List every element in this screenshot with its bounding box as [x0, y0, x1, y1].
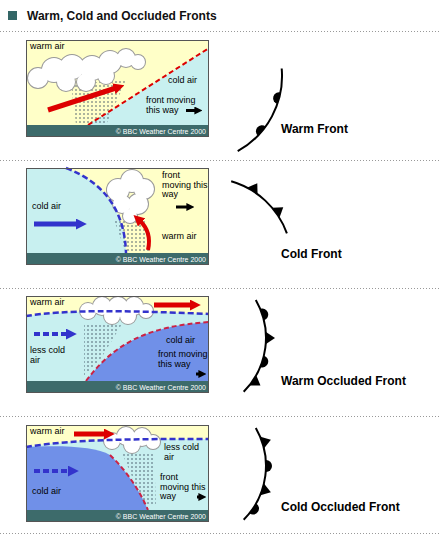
scene-panel: warm air cold air front moving this way © B… [26, 40, 209, 137]
cold-occluded-symbol [244, 428, 273, 520]
front-name: Warm Front [281, 122, 348, 136]
air-mass-label: cold air [32, 487, 76, 497]
cold-front-symbol [231, 180, 287, 233]
air-mass-label: front moving this way [162, 171, 208, 200]
scene-panel: warm air less cold air front moving this w… [26, 425, 209, 522]
copyright-note: © BBC Weather Centre 2000 [112, 383, 206, 393]
front-name: Warm Occluded Front [281, 374, 406, 388]
air-mass-label: less cold air [164, 443, 208, 462]
warm-front-scene [26, 40, 209, 137]
air-mass-label: front moving this way [158, 350, 208, 369]
warm-front-symbol [238, 69, 282, 152]
air-mass-label: warm air [162, 232, 206, 242]
air-mass-label: warm air [30, 427, 80, 437]
warm-occlusion-scene [26, 296, 209, 393]
air-mass-label: cold air [166, 336, 206, 346]
warm-occluded-symbol [244, 300, 275, 392]
page-title: Warm, Cold and Occluded Fronts [27, 9, 217, 23]
title-bullet [8, 11, 17, 20]
scene-panel: cold air front moving this way warm air © B… [26, 168, 209, 265]
front-name: Cold Front [281, 247, 342, 261]
copyright-note: © BBC Weather Centre 2000 [112, 512, 206, 522]
air-mass-label: cold air [168, 76, 206, 86]
air-mass-label: front moving this way [160, 473, 206, 502]
air-mass-label: warm air [30, 42, 80, 52]
copyright-note: © BBC Weather Centre 2000 [112, 255, 206, 265]
cold-occlusion-scene [26, 425, 209, 522]
scene-panel: warm air less cold air cold air front movin… [26, 296, 209, 393]
cold-front-scene [26, 168, 209, 265]
copyright-note: © BBC Weather Centre 2000 [112, 127, 206, 137]
air-mass-label: front moving this way [146, 96, 206, 115]
front-name: Cold Occluded Front [281, 500, 400, 514]
air-mass-label: cold air [32, 202, 76, 212]
air-mass-label: warm air [30, 298, 80, 308]
air-mass-label: less cold air [30, 346, 74, 365]
separators [0, 32, 440, 534]
